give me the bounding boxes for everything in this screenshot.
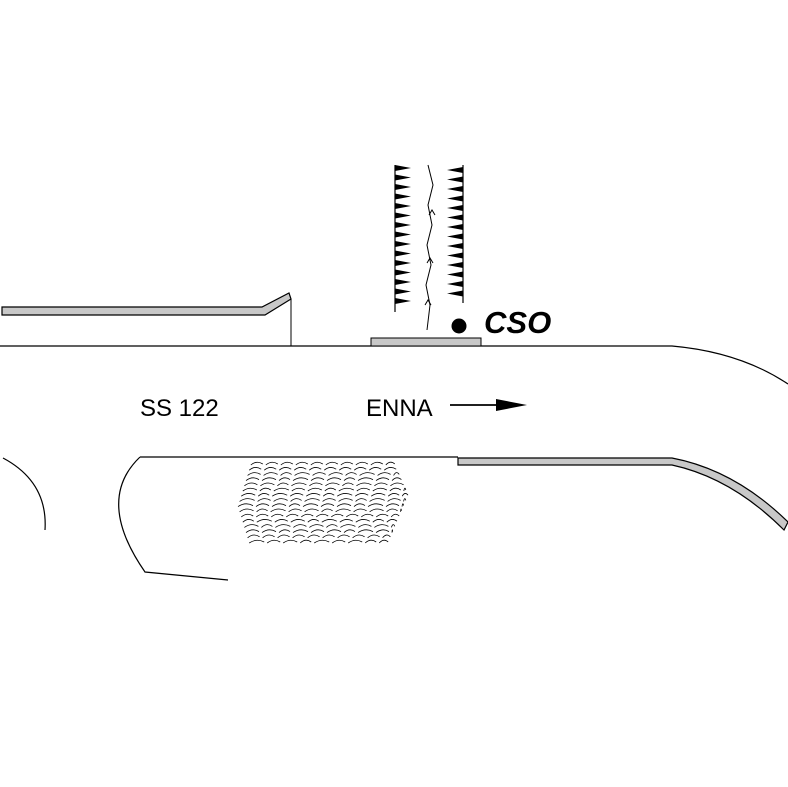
- slope-hatching: [237, 461, 409, 544]
- flow-arrow-icon: [424, 299, 432, 306]
- direction-arrow-icon: [450, 399, 527, 411]
- hachure-tooth: [447, 176, 463, 183]
- slope-hatch-line: [245, 477, 402, 481]
- stream-line: [425, 164, 434, 331]
- hachure-tooth: [395, 193, 411, 200]
- stream-channel: [394, 164, 464, 331]
- hachure-tooth: [447, 214, 463, 221]
- hachure-tooth: [395, 279, 411, 285]
- slope-hatch-line: [244, 482, 404, 487]
- hachure-tooth: [447, 233, 463, 240]
- culvert-plate: [370, 337, 482, 347]
- hachure-tooth: [447, 271, 463, 278]
- flow-arrow-icon: [428, 209, 436, 216]
- hachure-tooth: [395, 184, 411, 190]
- hachure-tooth: [447, 205, 463, 211]
- road-edge-top: [0, 345, 788, 385]
- slope-hatch-line: [240, 513, 400, 518]
- slope-hatch-line: [237, 503, 404, 507]
- hachure-tooth: [395, 231, 411, 238]
- slope-hatch-line: [247, 472, 400, 476]
- guardrail-top-left: [1, 292, 292, 316]
- hachure-tooth: [395, 165, 411, 171]
- hachure-tooth: [447, 186, 463, 192]
- hachure-tooth: [395, 298, 411, 304]
- hachure-tooth: [447, 167, 463, 173]
- hachure-tooth: [447, 262, 463, 268]
- slope-hatch-line: [242, 519, 398, 523]
- hachure-tooth: [395, 203, 411, 209]
- hachure-tooth: [447, 243, 463, 249]
- junction-curve-left: [2, 457, 46, 531]
- slope-hatch-line: [248, 467, 397, 471]
- hachure-tooth: [447, 252, 463, 259]
- direction-label: ENNA: [366, 395, 433, 422]
- hachure-tooth: [447, 195, 463, 202]
- hachure-tooth: [447, 290, 463, 297]
- slope-hatch-line: [239, 498, 407, 502]
- slope-hatch-line: [240, 493, 409, 497]
- slope-hatch-line: [247, 534, 391, 539]
- hachure-tooth: [395, 174, 411, 181]
- hachure-tooth: [395, 250, 411, 257]
- slope-hatch-line: [248, 539, 389, 544]
- slope-hatch-line: [250, 461, 396, 466]
- hachure-tooth: [447, 224, 463, 230]
- slope-hatch-line: [245, 529, 393, 533]
- slope-hatch-line: [242, 487, 407, 492]
- slope-hatch-line: [244, 524, 396, 528]
- embankment-left: [394, 165, 411, 312]
- hachure-tooth: [395, 288, 411, 295]
- flow-arrow-icon: [426, 257, 434, 264]
- station-marker-icon: [451, 318, 467, 334]
- hachure-tooth: [395, 241, 411, 247]
- hachure-tooth: [395, 269, 411, 276]
- embankment-right: [447, 165, 464, 303]
- side-road-curve: [118, 456, 229, 581]
- hachure-tooth: [395, 222, 411, 228]
- station-label: CSO: [484, 305, 551, 340]
- road-name-label: SS 122: [140, 395, 219, 422]
- hachure-tooth: [395, 260, 411, 266]
- hachure-tooth: [447, 281, 463, 287]
- guardrail-bottom-right: [457, 457, 788, 532]
- hachure-tooth: [395, 212, 411, 219]
- stream-flow-arrows: [424, 209, 436, 306]
- slope-hatch-line: [239, 508, 402, 513]
